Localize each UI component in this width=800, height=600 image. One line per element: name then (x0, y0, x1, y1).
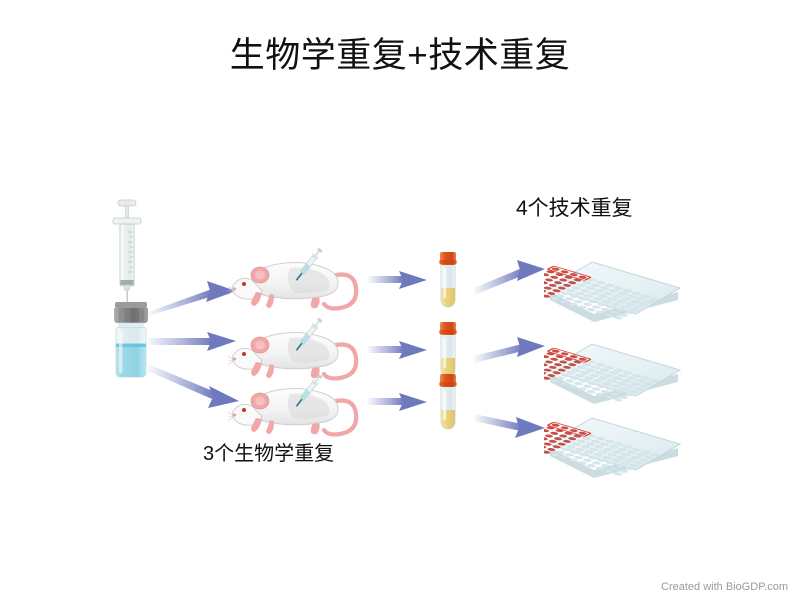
syringe-icon (295, 248, 323, 281)
syringe-icon (295, 318, 323, 351)
technical-replicate-highlight (547, 421, 592, 437)
microplate-icon (544, 417, 682, 478)
arrow-mouse-to-tube-3 (368, 393, 427, 411)
test-tube-icon (439, 374, 457, 430)
arrow-tube-to-plate-3 (474, 414, 545, 438)
mouse-icon (228, 248, 359, 311)
microplate-icon (544, 261, 682, 322)
arrow-tube-to-plate-1 (474, 260, 545, 295)
arrow-mouse-to-tube-2 (368, 341, 427, 359)
arrow-mouse-to-tube-1 (368, 271, 427, 289)
technical-replicate-highlight (547, 265, 592, 281)
test-tube-icon (439, 322, 457, 378)
vial-icon (114, 302, 148, 378)
vaccine-vial-with-syringe (112, 199, 148, 378)
microplate-icon (544, 343, 682, 404)
arrow-vial-to-mouse-2 (148, 332, 236, 351)
syringe-icon (112, 199, 142, 308)
arrow-tube-to-plate-2 (474, 337, 545, 363)
technical-replicates-label: 4个技术重复 (516, 197, 633, 220)
mouse-icon (228, 374, 359, 437)
plate-wells (544, 265, 659, 320)
arrow-vial-to-mouse-1 (148, 281, 236, 316)
page-title: 生物学重复+技术重复 (229, 36, 571, 75)
test-tube-icon (439, 252, 457, 308)
mouse-icon (228, 318, 359, 381)
technical-replicate-highlight (547, 347, 592, 363)
syringe-icon (295, 374, 323, 407)
arrow-vial-to-mouse-3 (148, 364, 239, 408)
biological-replicates-label: 3个生物学重复 (203, 443, 335, 465)
footer-credit: Created with BioGDP.com (661, 581, 788, 593)
